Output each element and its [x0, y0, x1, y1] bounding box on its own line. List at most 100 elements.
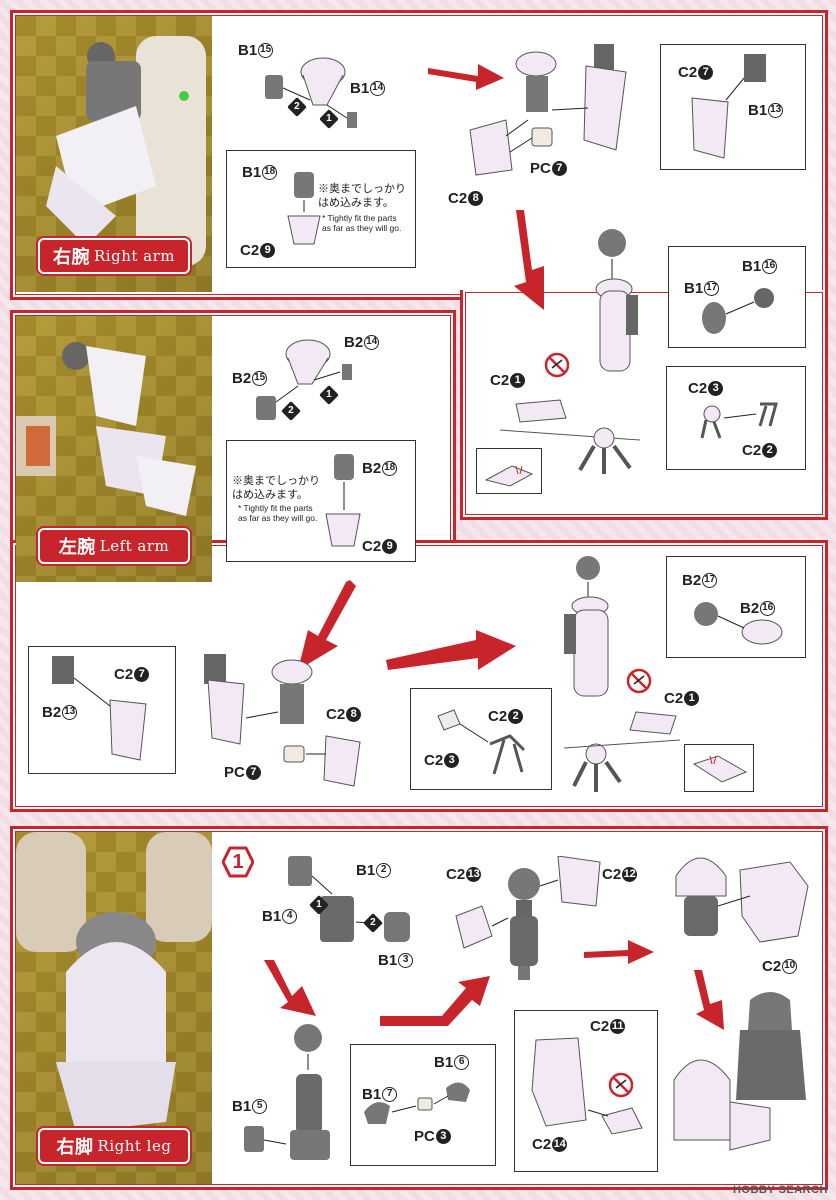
- step-number-badge: 1: [221, 846, 255, 878]
- detail-callout: [514, 1010, 658, 1172]
- left-arm-figure: [16, 342, 196, 516]
- flow-arrow-down-right: [264, 960, 316, 1016]
- part-drawing: [675, 857, 809, 943]
- part-drawing: [531, 1037, 643, 1135]
- part-drawing: [52, 656, 147, 761]
- step-number: 1: [232, 850, 244, 873]
- part-drawing: [256, 339, 352, 420]
- part-drawing: [469, 44, 627, 176]
- part-drawing: [694, 602, 783, 645]
- flow-arrow-up-right: [380, 976, 490, 1026]
- no-cut-icon: [608, 1072, 634, 1098]
- right-leg-label: 右脚 Right leg: [38, 1128, 190, 1164]
- flow-arrow-right: [428, 64, 504, 90]
- part-drawing: [595, 229, 638, 372]
- fit-note-en: * Tightly fit the parts as far as they w…: [238, 503, 318, 523]
- part-drawing: [673, 992, 806, 1151]
- no-cut-icon: [544, 352, 570, 378]
- part-drawing: [244, 1126, 287, 1152]
- part-drawing: [265, 57, 357, 128]
- part-drawing: [287, 172, 321, 245]
- detail-callout: [668, 246, 806, 348]
- gate-mark-detail: [692, 755, 748, 783]
- part-drawing: [364, 1082, 470, 1124]
- detail-callout-fit: [226, 150, 416, 268]
- flow-arrow-down: [694, 970, 724, 1030]
- fit-note-jp: ※奥までしっかり はめ込みます。: [232, 475, 320, 501]
- gate-mark-detail: [484, 465, 534, 487]
- part-drawing: [288, 856, 410, 942]
- part-drawing: [290, 1024, 330, 1160]
- watermark: HOBBY SEARCH: [732, 1184, 828, 1196]
- right-leg-label-jp: 右脚: [56, 1137, 94, 1158]
- right-leg-label-en: Right leg: [97, 1137, 172, 1155]
- flow-arrow-right: [584, 940, 654, 964]
- no-cut-icon: [626, 668, 652, 694]
- part-drawing: [204, 654, 361, 787]
- part-drawing: [437, 709, 526, 775]
- right-arm-label-en: Right arm: [94, 247, 175, 265]
- right-arm-figure: [46, 36, 206, 266]
- detail-callout: [666, 366, 806, 470]
- detail-callout: [666, 556, 806, 658]
- right-arm-photo: 右腕 Right arm: [16, 16, 212, 292]
- right-leg-figure: [16, 832, 212, 1132]
- left-arm-label: 左腕 Left arm: [38, 528, 190, 564]
- left-arm-label-en: Left arm: [99, 537, 170, 555]
- part-drawing: [702, 288, 774, 334]
- part-drawing: [564, 556, 609, 697]
- right-arm-label-jp: 右腕: [53, 247, 90, 268]
- flow-arrow-down: [514, 210, 544, 310]
- right-arm-label: 右腕 Right arm: [38, 238, 190, 274]
- right-leg-photo: 右脚 Right leg: [16, 832, 212, 1184]
- part-drawing: [455, 856, 601, 980]
- part-drawing: [325, 454, 361, 547]
- hexagon-icon: [221, 846, 255, 878]
- part-drawing: [499, 399, 641, 474]
- part-drawing: [700, 402, 778, 439]
- part-drawing: [691, 54, 766, 159]
- left-arm-label-jp: 左腕: [58, 537, 96, 558]
- flow-arrow-down-left: [298, 580, 356, 670]
- left-arm-photo: 左腕 Left arm: [16, 316, 212, 582]
- part-drawing: [563, 711, 681, 792]
